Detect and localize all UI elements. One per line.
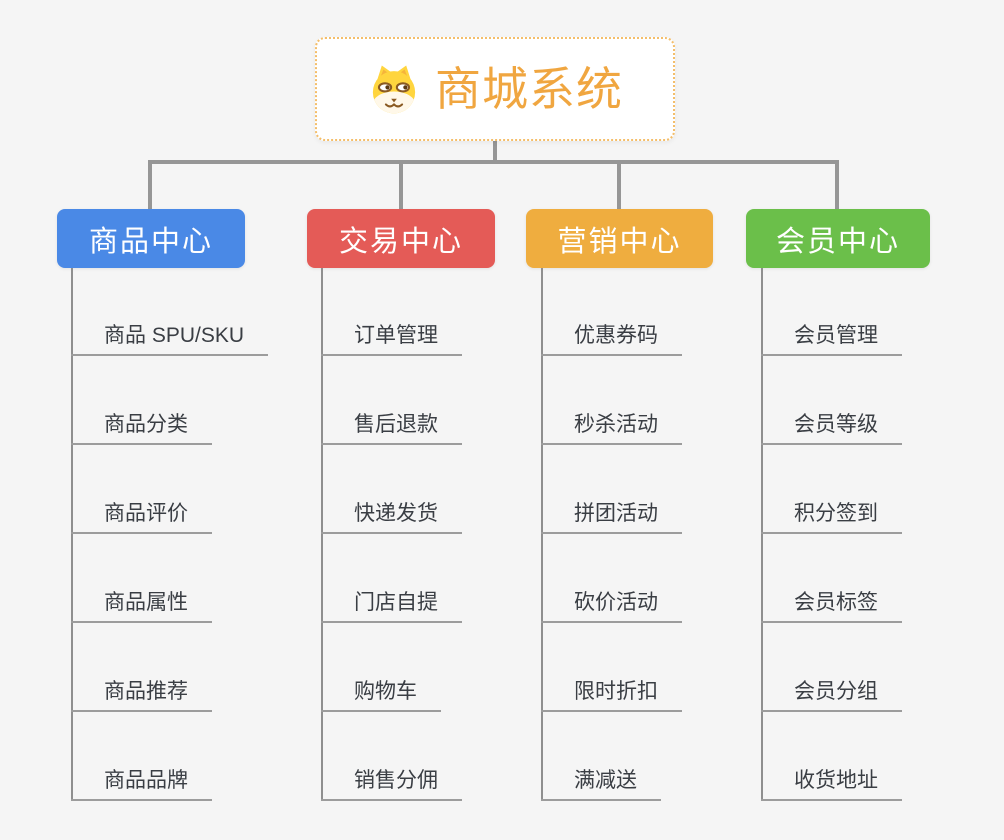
branch-label: 商品中心 <box>88 225 213 258</box>
topic-item[interactable]: 收货地址 <box>761 767 902 801</box>
topic-item[interactable]: 优惠券码 <box>541 322 682 356</box>
topic-item[interactable]: 购物车 <box>321 678 441 712</box>
topic-item[interactable]: 商品属性 <box>71 589 212 623</box>
connector-root-drop <box>493 141 497 163</box>
topic-item[interactable]: 积分签到 <box>761 500 902 534</box>
connector-trunk-branch-1 <box>71 268 73 801</box>
branch-header-product-center[interactable]: 商品中心 <box>57 209 245 268</box>
branch-label: 交易中心 <box>338 225 463 258</box>
topic-item[interactable]: 会员分组 <box>761 678 902 712</box>
topic-item[interactable]: 会员管理 <box>761 322 902 356</box>
topic-item[interactable]: 满减送 <box>541 767 661 801</box>
connector-horizontal-bar <box>148 160 839 164</box>
topic-item[interactable]: 商品推荐 <box>71 678 212 712</box>
connector-trunk-branch-4 <box>761 268 763 801</box>
topic-item[interactable]: 商品 SPU/SKU <box>71 322 269 356</box>
connector-drop-branch-3 <box>617 160 621 209</box>
topic-item[interactable]: 订单管理 <box>321 322 462 356</box>
root-topic-title: 商城系统 <box>435 63 623 115</box>
branch-header-member-center[interactable]: 会员中心 <box>746 209 930 268</box>
topic-item[interactable]: 售后退款 <box>321 411 462 445</box>
dog-face-icon <box>372 65 416 114</box>
topic-item[interactable]: 拼团活动 <box>541 500 682 534</box>
connector-drop-branch-1 <box>148 160 152 209</box>
topic-item[interactable]: 商品分类 <box>71 411 212 445</box>
branch-label: 会员中心 <box>775 225 900 258</box>
topic-item[interactable]: 商品评价 <box>71 500 212 534</box>
topic-item[interactable]: 商品品牌 <box>71 767 212 801</box>
branch-label: 营销中心 <box>557 225 682 258</box>
topic-item[interactable]: 快递发货 <box>321 500 462 534</box>
connector-trunk-branch-2 <box>321 268 323 801</box>
topic-item[interactable]: 限时折扣 <box>541 678 682 712</box>
root-topic[interactable]: 商城系统 <box>315 37 675 141</box>
connector-drop-branch-4 <box>835 160 839 209</box>
topic-item[interactable]: 门店自提 <box>321 589 462 623</box>
topic-item[interactable]: 砍价活动 <box>541 589 682 623</box>
branch-header-marketing-center[interactable]: 营销中心 <box>526 209 713 268</box>
connector-trunk-branch-3 <box>541 268 543 801</box>
topic-item[interactable]: 秒杀活动 <box>541 411 682 445</box>
topic-item[interactable]: 销售分佣 <box>321 767 462 801</box>
topic-item[interactable]: 会员标签 <box>761 589 902 623</box>
branch-header-trade-center[interactable]: 交易中心 <box>307 209 495 268</box>
connector-drop-branch-2 <box>399 160 403 209</box>
topic-item[interactable]: 会员等级 <box>761 411 902 445</box>
